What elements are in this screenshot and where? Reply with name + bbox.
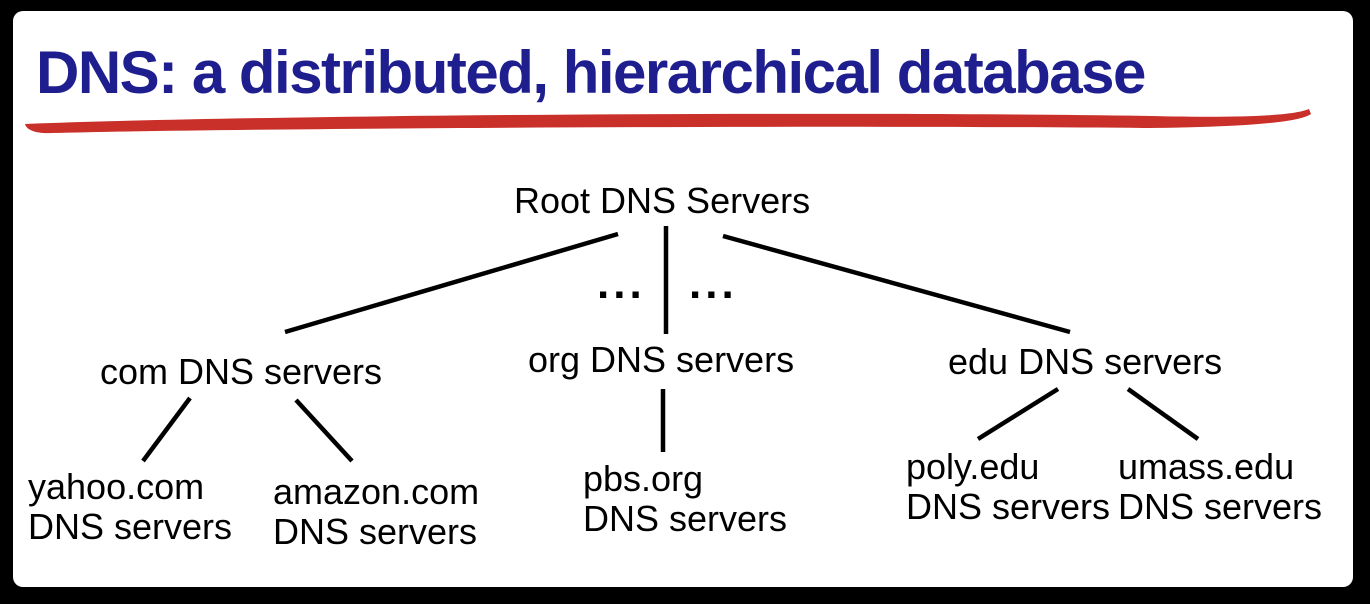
node-com-dns-servers: com DNS servers xyxy=(100,351,383,392)
node-root-dns-servers: Root DNS Servers xyxy=(514,180,811,221)
ellipsis-right: ... xyxy=(689,259,738,308)
node-edu-dns-servers: edu DNS servers xyxy=(948,341,1223,382)
leaf-line1: umass.edu xyxy=(1118,446,1295,487)
ellipsis-left: ... xyxy=(597,259,646,308)
node-amazon-dns-servers: amazon.com DNS servers xyxy=(273,472,479,552)
node-poly-dns-servers: poly.edu DNS servers xyxy=(906,447,1110,527)
leaf-line1: poly.edu xyxy=(906,446,1040,487)
leaf-line2: DNS servers xyxy=(583,498,788,539)
node-pbs-dns-servers: pbs.org DNS servers xyxy=(583,459,787,539)
leaf-line1: yahoo.com xyxy=(28,466,205,507)
leaf-line2: DNS servers xyxy=(28,506,233,547)
slide-panel xyxy=(13,11,1353,587)
leaf-line1: amazon.com xyxy=(273,471,480,512)
leaf-line2: DNS servers xyxy=(1118,486,1323,527)
node-umass-dns-servers: umass.edu DNS servers xyxy=(1118,447,1322,527)
slide-title: DNS: a distributed, hierarchical databas… xyxy=(36,39,1146,106)
node-yahoo-dns-servers: yahoo.com DNS servers xyxy=(28,467,232,547)
leaf-line2: DNS servers xyxy=(273,511,478,552)
leaf-line2: DNS servers xyxy=(906,486,1111,527)
node-org-dns-servers: org DNS servers xyxy=(528,339,795,380)
leaf-line1: pbs.org xyxy=(583,458,704,499)
